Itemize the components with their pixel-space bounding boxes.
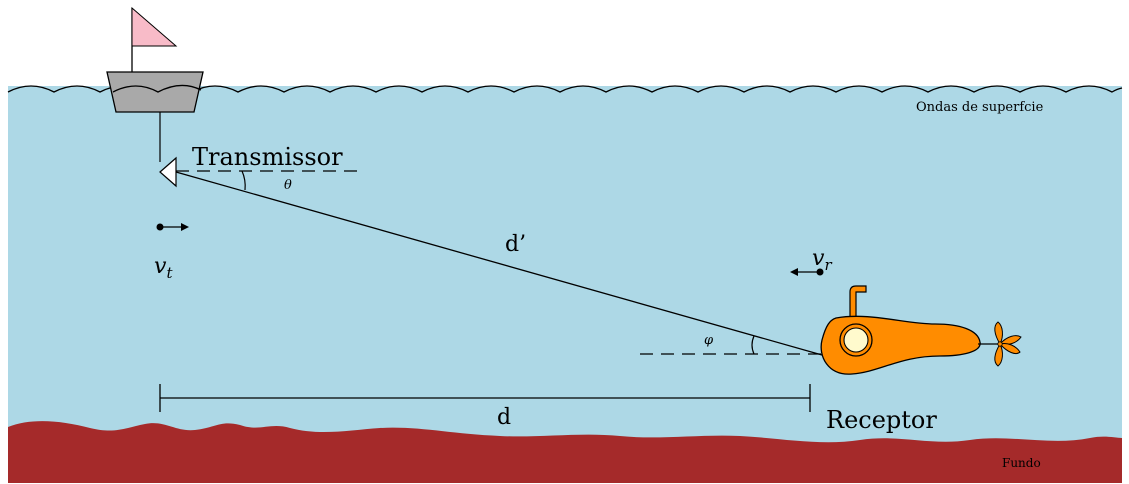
theta-label: θ <box>284 178 292 193</box>
flag <box>131 6 178 47</box>
phi-arc <box>751 335 755 355</box>
boat <box>106 6 204 188</box>
theta-arc <box>241 170 246 191</box>
horizontal-distance-label: d <box>497 405 511 430</box>
receiver-label: Receptor <box>826 406 937 434</box>
transmitter-velocity-label: vt <box>154 254 173 282</box>
propeller-blade-bottom <box>994 342 1003 367</box>
boat-waterline <box>112 84 202 93</box>
slant-distance-label: d’ <box>505 232 526 257</box>
propeller-blade-right-down <box>999 343 1021 355</box>
receiver-velocity-label: vr <box>812 246 832 274</box>
seabed <box>8 421 1122 483</box>
seabed-label: Fundo <box>1002 456 1041 470</box>
porthole-window <box>843 327 869 353</box>
propeller-blade-top <box>994 321 1003 346</box>
boat-hull <box>106 71 204 113</box>
periscope <box>849 285 867 319</box>
phi-label: φ <box>704 333 714 348</box>
receiver-velocity-arrowhead <box>790 268 798 276</box>
water-region <box>8 86 1122 483</box>
transmitter-velocity-arrowhead <box>181 223 189 231</box>
transmitter-label: Transmissor <box>192 143 343 171</box>
surface-waves-label: Ondas de superfcie <box>916 100 1044 115</box>
signal-path <box>175 171 823 356</box>
submarine <box>820 285 1022 375</box>
propeller-hub <box>997 341 1003 347</box>
